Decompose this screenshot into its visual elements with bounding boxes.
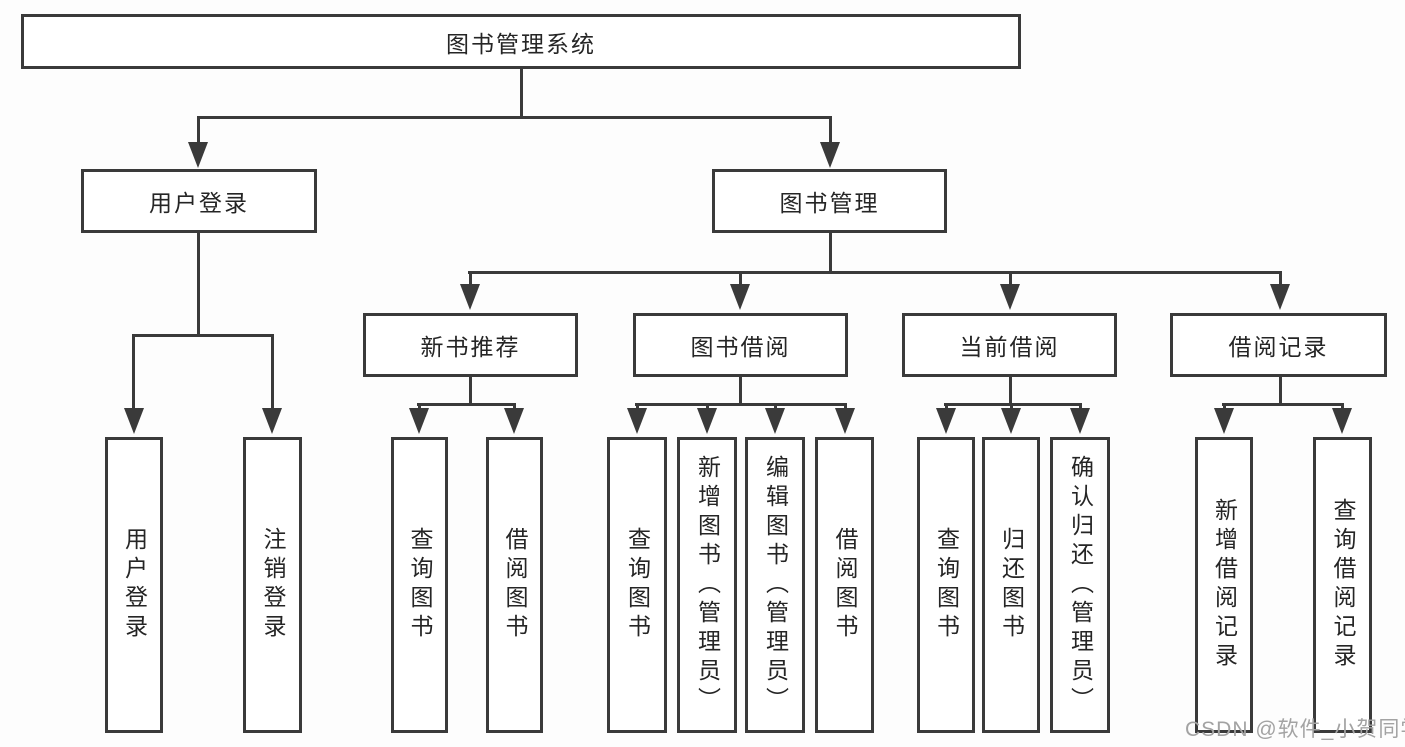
connector-line bbox=[469, 377, 472, 406]
node-book-management-system: 图书管理系统 bbox=[21, 14, 1021, 69]
connector-line bbox=[132, 334, 274, 337]
arrow-down-icon bbox=[262, 408, 282, 434]
connector-line bbox=[417, 403, 516, 406]
connector-line bbox=[829, 233, 832, 274]
arrow-down-icon bbox=[1001, 408, 1021, 434]
connector-line bbox=[1222, 403, 1344, 406]
leaf-query-borrow-record: 查询借阅记录 bbox=[1313, 437, 1372, 733]
connector-line bbox=[1079, 403, 1082, 412]
connector-line bbox=[844, 403, 847, 412]
connector-line bbox=[739, 271, 742, 287]
arrow-down-icon bbox=[504, 408, 524, 434]
leaf-borrow-books-recommend: 借阅图书 bbox=[486, 437, 543, 733]
connector-line bbox=[635, 403, 846, 406]
arrow-down-icon bbox=[1332, 408, 1352, 434]
connector-line bbox=[469, 271, 472, 287]
arrow-down-icon bbox=[188, 142, 208, 168]
connector-line bbox=[197, 116, 832, 119]
connector-line bbox=[1009, 377, 1012, 406]
leaf-confirm-return-admin: 确认归还（管理员） bbox=[1050, 437, 1110, 733]
arrow-down-icon bbox=[835, 408, 855, 434]
arrow-down-icon bbox=[124, 408, 144, 434]
node-new-book-recommend: 新书推荐 bbox=[363, 313, 578, 377]
arrow-down-icon bbox=[765, 408, 785, 434]
node-book-borrowing: 图书借阅 bbox=[633, 313, 848, 377]
connector-line bbox=[418, 403, 421, 412]
leaf-return-books: 归还图书 bbox=[982, 437, 1040, 733]
connector-line bbox=[739, 377, 742, 406]
connector-line bbox=[197, 116, 200, 144]
leaf-borrow-books-borrowing: 借阅图书 bbox=[815, 437, 874, 733]
connector-line bbox=[520, 69, 523, 118]
leaf-query-books-current: 查询图书 bbox=[917, 437, 975, 733]
connector-line bbox=[774, 403, 777, 412]
node-borrowing-records: 借阅记录 bbox=[1170, 313, 1387, 377]
connector-line bbox=[706, 403, 709, 412]
node-book-management: 图书管理 bbox=[712, 169, 947, 233]
connector-line bbox=[1010, 403, 1013, 412]
arrow-down-icon bbox=[697, 408, 717, 434]
leaf-edit-books-admin: 编辑图书（管理员） bbox=[745, 437, 805, 733]
arrow-down-icon bbox=[460, 284, 480, 310]
arrow-down-icon bbox=[627, 408, 647, 434]
arrow-down-icon bbox=[820, 142, 840, 168]
connector-line bbox=[945, 403, 948, 412]
arrow-down-icon bbox=[936, 408, 956, 434]
connector-line bbox=[132, 334, 135, 412]
connector-line bbox=[271, 334, 274, 412]
leaf-query-books-borrowing: 查询图书 bbox=[607, 437, 667, 733]
leaf-user-login: 用户登录 bbox=[105, 437, 163, 733]
arrow-down-icon bbox=[1000, 284, 1020, 310]
connector-line bbox=[829, 116, 832, 144]
connector-line bbox=[1009, 271, 1012, 287]
connector-line bbox=[1279, 271, 1282, 287]
watermark: CSDN @软件_小贺同学 bbox=[1185, 718, 1405, 741]
leaf-query-books-recommend: 查询图书 bbox=[391, 437, 448, 733]
arrow-down-icon bbox=[409, 408, 429, 434]
leaf-logout: 注销登录 bbox=[243, 437, 302, 733]
connector-line bbox=[513, 403, 516, 412]
connector-line bbox=[1279, 377, 1282, 406]
connector-line bbox=[468, 271, 1282, 274]
leaf-add-books-admin: 新增图书（管理员） bbox=[677, 437, 737, 733]
leaf-add-borrow-record: 新增借阅记录 bbox=[1195, 437, 1253, 733]
connector-line bbox=[1223, 403, 1226, 412]
connector-line bbox=[636, 403, 639, 412]
arrow-down-icon bbox=[1270, 284, 1290, 310]
arrow-down-icon bbox=[1214, 408, 1234, 434]
connector-line bbox=[1341, 403, 1344, 412]
arrow-down-icon bbox=[730, 284, 750, 310]
connector-line bbox=[197, 233, 200, 337]
node-user-login: 用户登录 bbox=[81, 169, 317, 233]
arrow-down-icon bbox=[1070, 408, 1090, 434]
node-current-borrowing: 当前借阅 bbox=[902, 313, 1117, 377]
